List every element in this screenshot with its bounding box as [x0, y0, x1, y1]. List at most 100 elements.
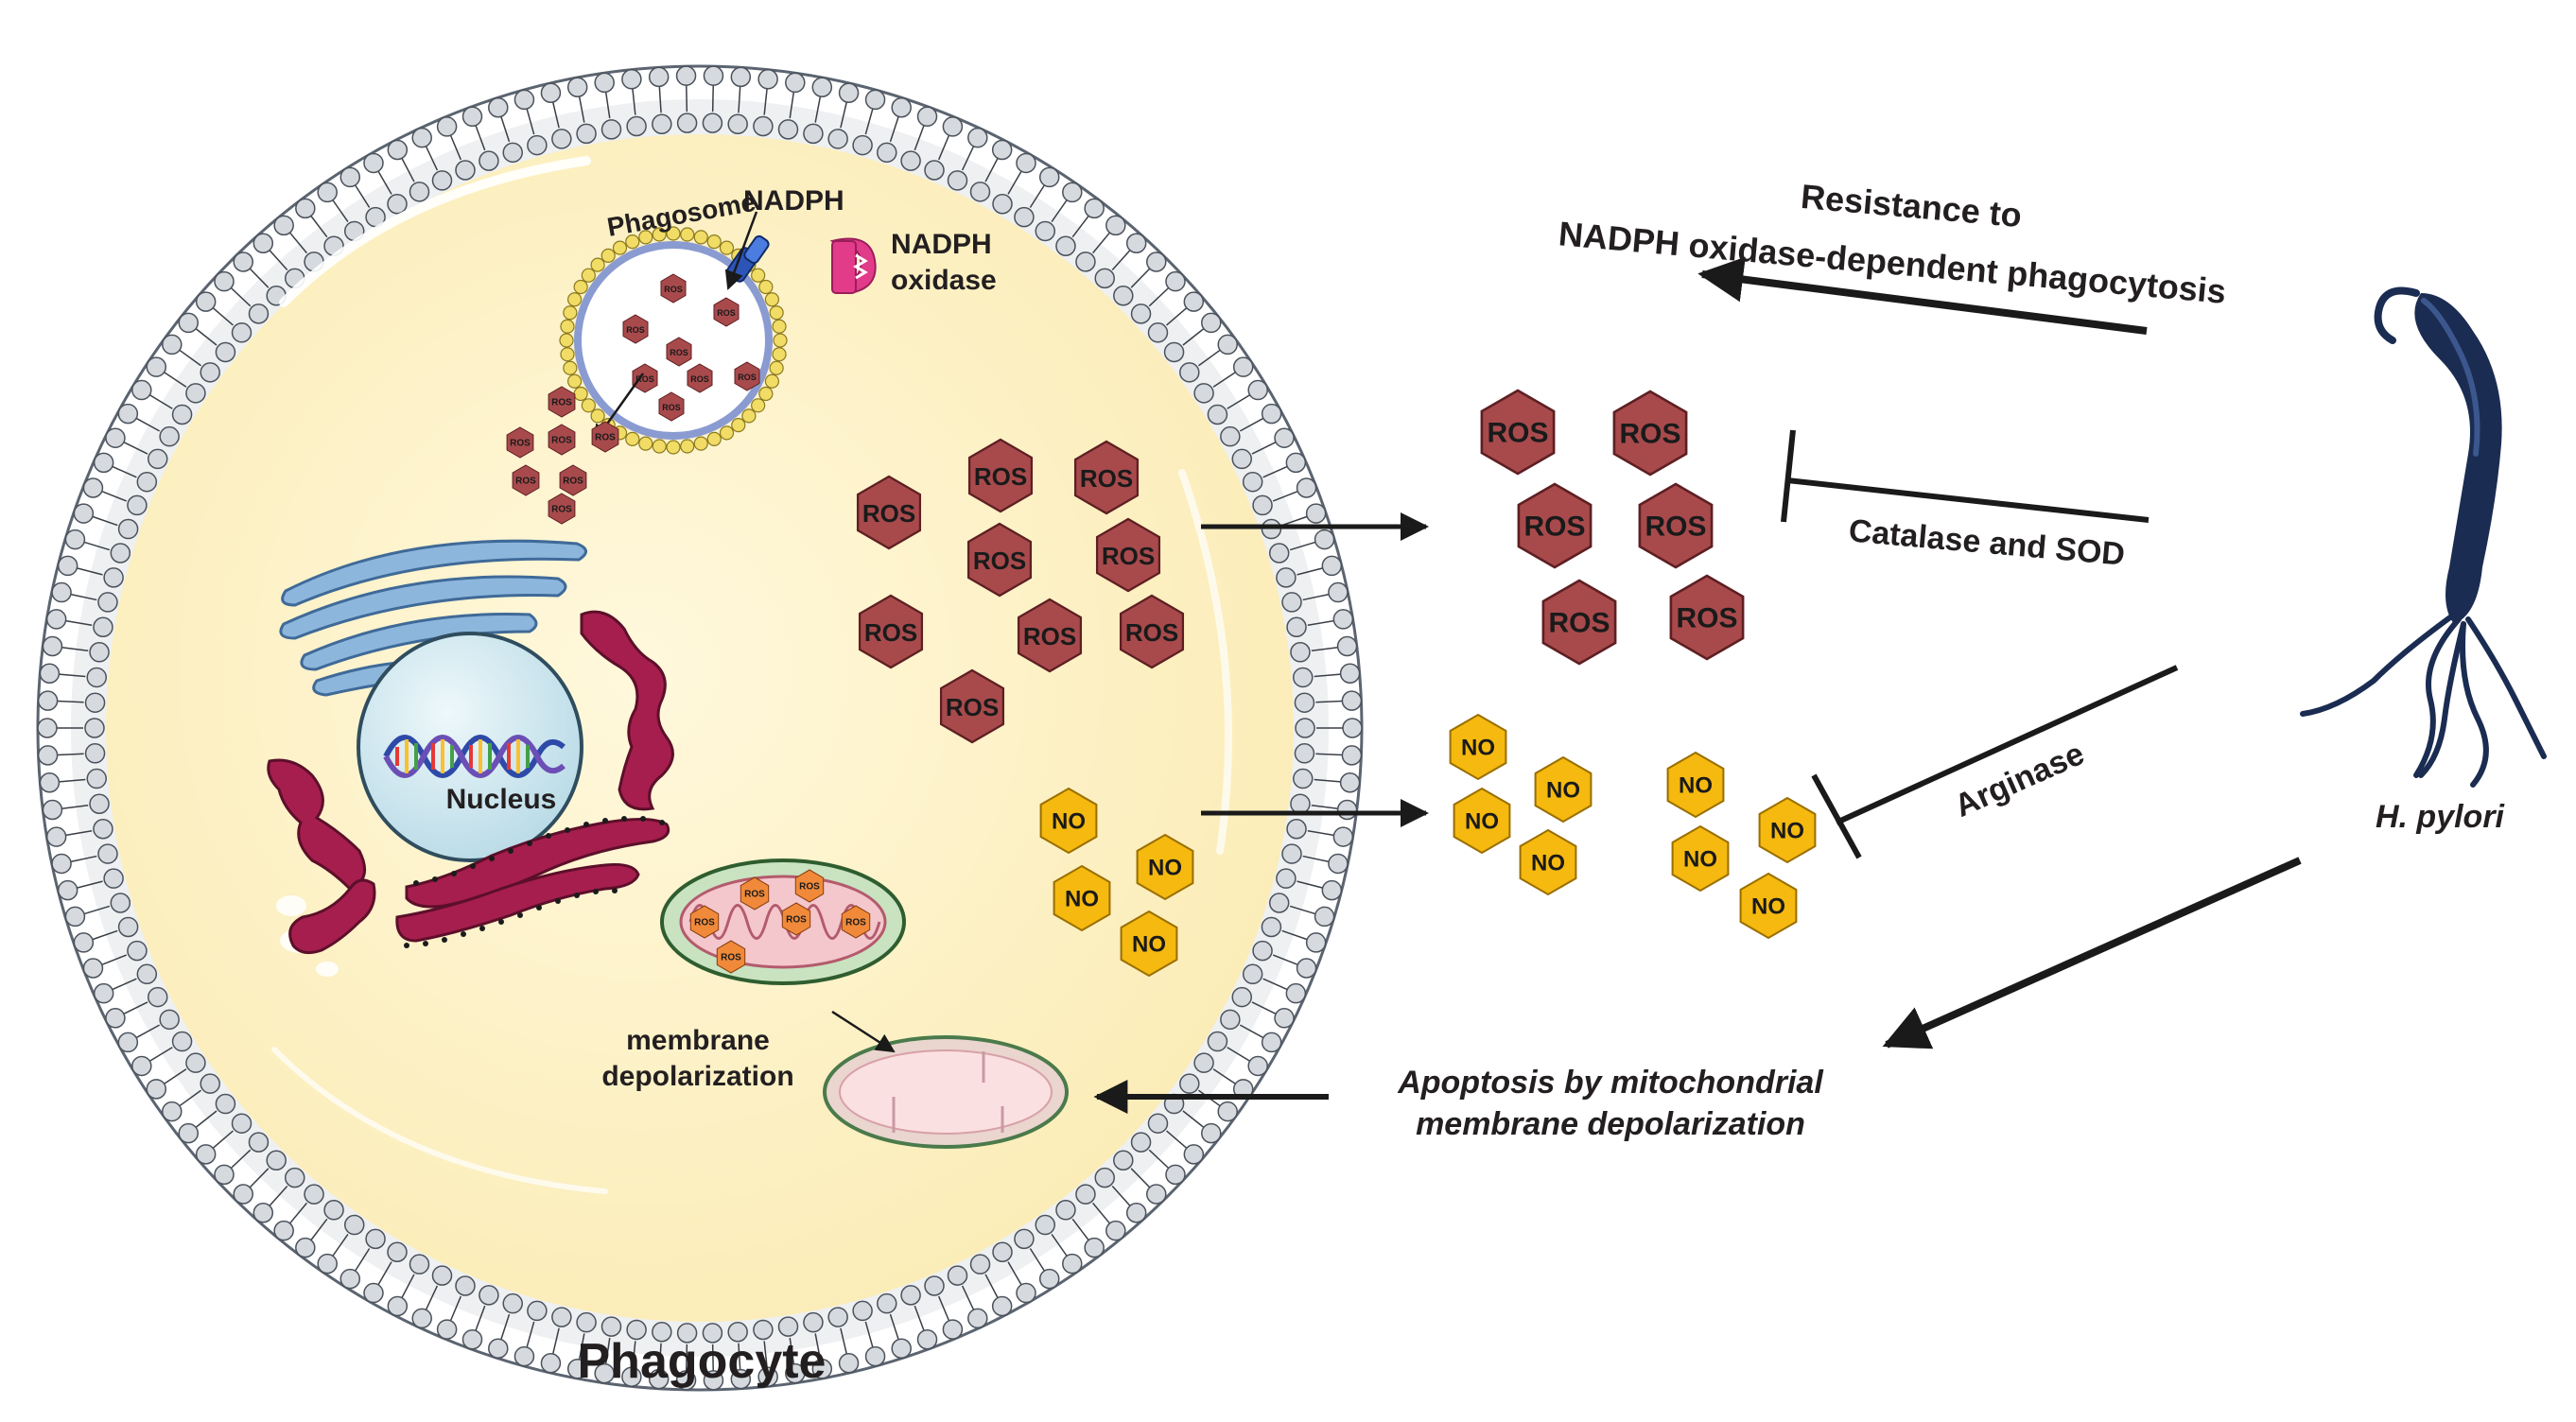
nadph-oxidase-label-line2: oxidase — [891, 265, 997, 296]
no-hexagon: NO — [1758, 796, 1817, 864]
ros-hexagon-small: ROS — [506, 426, 534, 459]
hpylori-apoptosis-arrow — [1882, 857, 2302, 1049]
ros-hexagon: ROS — [1638, 482, 1714, 569]
no-hexagon: NO — [1120, 910, 1178, 978]
mito-ros-hexagon: ROS — [716, 940, 746, 974]
catalase-sod-label: Catalase and SOD — [1847, 512, 2126, 572]
no-hexagon: NO — [1053, 864, 1111, 932]
cell-highlight-arc — [271, 1047, 608, 1194]
ros-hexagon-small-label: ROS — [664, 285, 683, 294]
catalase-sod-inhibition — [1781, 429, 2150, 523]
ros-hexagon-label: ROS — [1080, 464, 1133, 493]
ros-hexagon: ROS — [1017, 598, 1083, 673]
resistance-arrow — [1697, 256, 2148, 335]
no-hexagon-label: NO — [1770, 819, 1804, 844]
vesicle — [276, 895, 306, 916]
apoptosis-label-line1: Apoptosis by mitochondrial — [1397, 1065, 1824, 1101]
no-hexagon: NO — [1136, 833, 1194, 901]
mito-ros-hexagon-label: ROS — [694, 918, 715, 928]
ros-hexagon: ROS — [1517, 482, 1593, 569]
no-hexagon-label: NO — [1461, 736, 1495, 761]
ros-hexagon: ROS — [1612, 390, 1688, 477]
molecule-hexagons: ROS ROS ROS ROS ROS ROS ROS ROS ROS ROS ROS ROS ROS R… — [506, 386, 1817, 978]
no-hexagon-label: NO — [1751, 894, 1785, 920]
rough-er-ribosomes — [404, 816, 665, 948]
mito-ros-hexagon-label: ROS — [721, 953, 741, 963]
cell-highlight-arc — [1178, 469, 1232, 855]
resistance-label-line1: Resistance to — [1800, 177, 2024, 234]
ros-hexagon-label: ROS — [864, 618, 917, 647]
phagosome-lipids — [559, 226, 788, 455]
ros-hexagon-small: ROS — [512, 464, 540, 496]
endoplasmic-reticulum — [267, 610, 674, 955]
no-hexagon-label: NO — [1132, 932, 1166, 958]
ros-hexagon-small: ROS — [713, 297, 740, 327]
nucleus: Nucleus — [357, 632, 583, 862]
ros-hexagon-small-label: ROS — [738, 373, 757, 382]
mito-ros-hexagon: ROS — [841, 905, 871, 939]
no-hexagon: NO — [1449, 713, 1507, 781]
ros-hexagon: ROS — [939, 668, 1005, 744]
mito-ros-hexagon: ROS — [740, 876, 770, 910]
ros-hexagon-label: ROS — [1619, 419, 1680, 450]
no-hexagon: NO — [1453, 787, 1511, 855]
no-hexagon-label: NO — [1052, 809, 1086, 835]
ros-hexagon-label: ROS — [1487, 418, 1548, 449]
no-hexagon: NO — [1534, 755, 1593, 824]
ros-hexagon: ROS — [1480, 389, 1556, 476]
no-hexagon-label: NO — [1465, 809, 1499, 835]
ros-hexagon-label: ROS — [1102, 542, 1155, 570]
ros-hexagon-label: ROS — [946, 693, 999, 721]
apoptosis-label-line2: membrane depolarization — [1416, 1106, 1805, 1142]
ros-hexagon-small: ROS — [559, 464, 587, 496]
mitochondrion-depolarized — [823, 1035, 1069, 1149]
depolarization-arrow — [831, 1010, 896, 1053]
no-hexagon: NO — [1666, 751, 1725, 819]
mito-ros-hexagon-label: ROS — [799, 882, 820, 893]
ros-hexagon-small-label: ROS — [595, 433, 616, 443]
ros-hexagon-small-label: ROS — [626, 325, 645, 335]
nadph-arrow — [724, 211, 758, 290]
ros-hexagon: ROS — [967, 438, 1034, 513]
ros-hexagon-small: ROS — [666, 337, 692, 367]
dna-helix-icon — [383, 735, 566, 778]
arginase-inhibition — [1811, 665, 2179, 859]
mito-ros-hexagon: ROS — [794, 869, 825, 903]
no-hexagon: NO — [1039, 787, 1098, 855]
no-hexagon-label: NO — [1148, 856, 1182, 881]
ros-hexagon-label: ROS — [974, 462, 1027, 491]
no-hexagon-label: NO — [1531, 851, 1565, 876]
ros-hexagon-small-label: ROS — [690, 374, 709, 384]
ros-hexagon-small: ROS — [734, 361, 760, 391]
no-hexagon-label: NO — [1679, 773, 1713, 799]
no-hexagon: NO — [1519, 828, 1577, 896]
nadph-oxidase-label-line1: NADPH — [891, 229, 992, 260]
mito-ros-hexagon-label: ROS — [744, 890, 765, 900]
no-hexagon-label: NO — [1546, 778, 1580, 804]
ros-hexagon-small: ROS — [660, 273, 687, 303]
h-pylori-label: H. pylori — [2376, 799, 2506, 835]
ros-hexagon-label: ROS — [1676, 603, 1737, 634]
ros-hexagon-label: ROS — [1523, 512, 1585, 543]
ros-hexagon-label: ROS — [1023, 622, 1076, 650]
ros-hexagon-small: ROS — [548, 493, 576, 525]
mito-ros-hexagon-label: ROS — [786, 915, 807, 926]
mito-ros-hexagon: ROS — [689, 905, 720, 939]
ros-hexagon-small-label: ROS — [551, 505, 572, 515]
no-hexagon: NO — [1671, 824, 1730, 893]
vesicle — [316, 962, 339, 977]
ros-hexagon: ROS — [1119, 594, 1185, 669]
ros-hexagon-small-label: ROS — [510, 439, 531, 449]
arginase-label: Arginase — [1949, 736, 2089, 824]
membrane-depol-label-line2: depolarization — [601, 1061, 793, 1092]
phagocyte-cell — [36, 64, 1364, 1392]
cytoplasm — [106, 134, 1294, 1322]
ros-hexagon-small-label: ROS — [662, 403, 681, 412]
no-hexagon: NO — [1739, 872, 1798, 940]
ros-hexagon-small-label: ROS — [635, 374, 654, 384]
mito-ros-hexagon-label: ROS — [845, 918, 866, 928]
ros-hexagon: ROS — [1541, 579, 1617, 666]
no-hexagon-label: NO — [1065, 887, 1099, 912]
nucleus-label: Nucleus — [446, 784, 557, 815]
